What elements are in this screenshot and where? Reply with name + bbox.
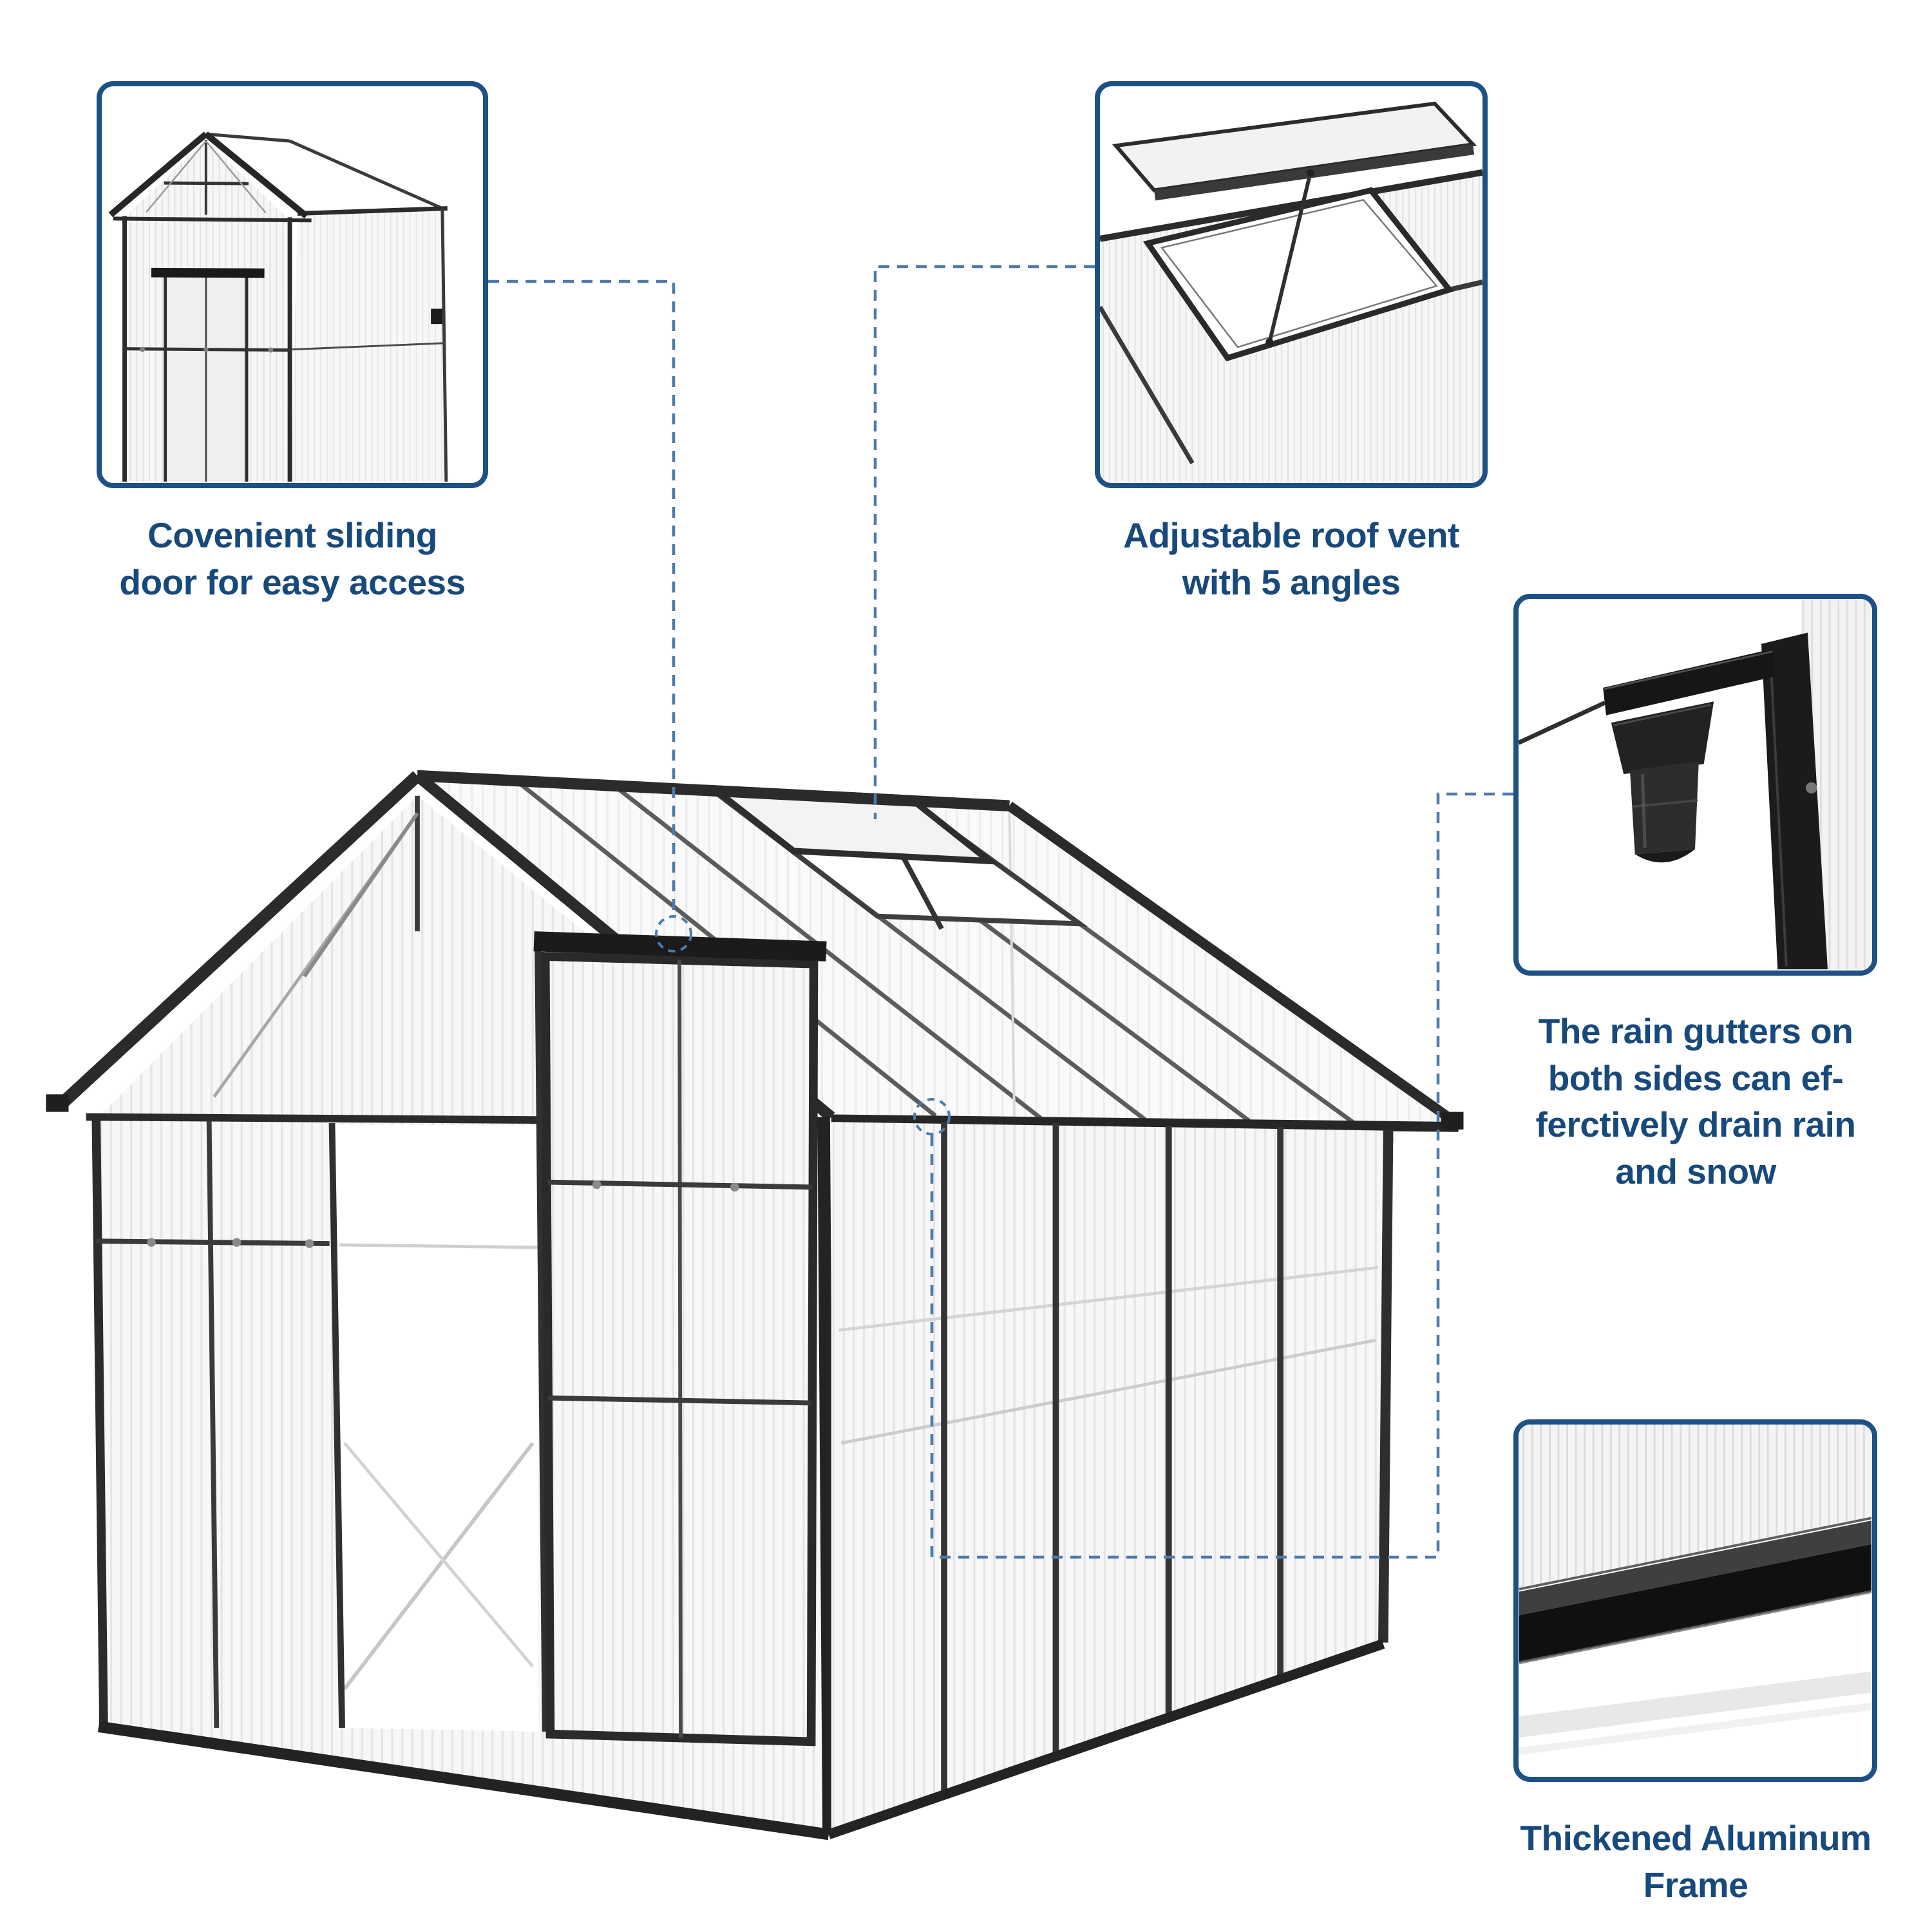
vent-support-arm <box>1267 173 1312 343</box>
door-track <box>151 267 265 278</box>
sliding-door-inset-illustration <box>108 131 448 482</box>
greenhouse-illustration <box>46 770 1464 1841</box>
door-opening <box>332 1124 538 1732</box>
callout-roof-vent <box>1095 81 1488 488</box>
caption-line: The rain gutters on <box>1538 1011 1853 1051</box>
bolt <box>1806 782 1817 794</box>
caption-line: with 5 angles <box>1182 562 1401 602</box>
vent-panel <box>1112 101 1477 193</box>
side-wall <box>827 1122 1394 1839</box>
caption-line: Thickened Aluminum <box>1520 1818 1871 1858</box>
downspout-cylinder <box>1629 761 1699 855</box>
roof-vent-inset-illustration <box>1100 101 1482 482</box>
caption-line: door for easy access <box>119 562 466 602</box>
caption-line: Covenient sliding <box>147 515 437 555</box>
callout-rain-gutter <box>1513 594 1877 976</box>
caption-line: ferctively drain rain <box>1535 1104 1856 1145</box>
corner-post <box>1761 632 1828 970</box>
callout-aluminum-frame <box>1513 1419 1877 1782</box>
caption-sliding-door: Covenient sliding door for easy access <box>67 512 518 605</box>
rain-gutter-inset-illustration <box>1519 600 1872 970</box>
gutter-end-cap-right <box>1441 1112 1464 1130</box>
leader-roof-vent <box>873 265 1095 819</box>
gutter-bar <box>1603 649 1776 715</box>
caption-line: Frame <box>1643 1864 1748 1905</box>
callout-sliding-door <box>97 81 488 488</box>
aluminum-frame-inset-illustration <box>1519 1425 1872 1756</box>
gutter-bracket <box>431 308 442 325</box>
gutter-end-cap-left <box>46 1094 69 1112</box>
aluminum-profile <box>1519 1544 1871 1663</box>
polycarbonate-panel <box>1519 1425 1871 1589</box>
door-track <box>533 931 827 961</box>
caption-roof-vent: Adjustable roof vent with 5 angles <box>1066 512 1517 605</box>
caption-line: and snow <box>1615 1151 1776 1191</box>
caption-line: Adjustable roof vent <box>1123 515 1459 555</box>
vent-opening <box>1142 187 1455 362</box>
caption-line: both sides can ef- <box>1548 1057 1844 1098</box>
caption-aluminum-frame: Thickened Aluminum Frame <box>1499 1815 1892 1908</box>
sliding-door <box>533 931 827 1747</box>
caption-rain-gutter: The rain gutters on both sides can ef- f… <box>1502 1008 1889 1195</box>
